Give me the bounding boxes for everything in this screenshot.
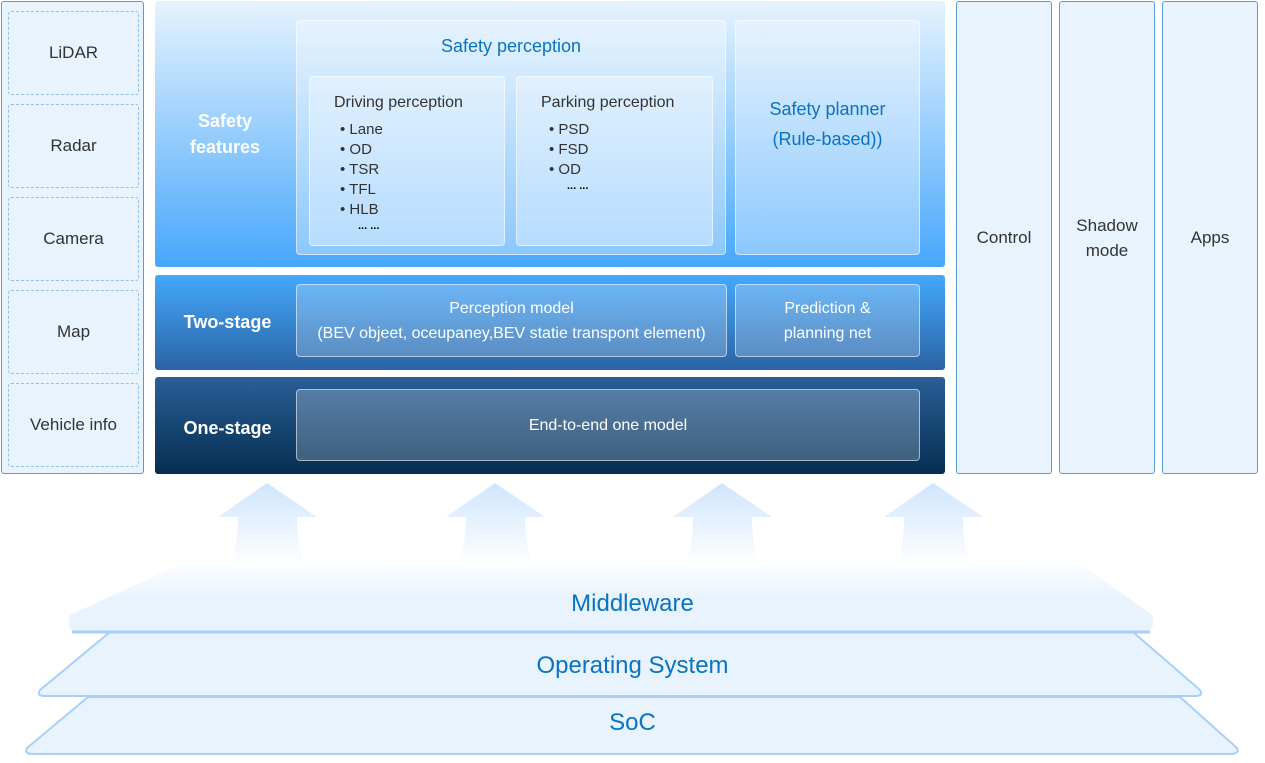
list-item: TSR <box>340 160 383 180</box>
parking-list: PSD FSD OD <box>549 120 589 180</box>
safety-perception-box: Safety perception Driving perception Lan… <box>296 20 726 255</box>
list-item: PSD <box>549 120 589 140</box>
soc-shape <box>25 696 1239 755</box>
middleware-label: Middleware <box>571 590 694 617</box>
soc-label: SoC <box>609 709 656 736</box>
sensor-vehicle-info: Vehicle info <box>8 383 139 467</box>
perception-model-title: Perception model <box>449 299 574 317</box>
list-item: OD <box>549 160 589 180</box>
more-ellipsis: ... ... <box>358 220 380 232</box>
label-line: Safety <box>197 111 253 131</box>
perception-model-box: Perception model (BEV objeet, oceupaney,… <box>296 284 727 357</box>
prediction-planning-box: Prediction & planning net <box>735 284 920 357</box>
shadow-line: mode <box>1085 240 1129 260</box>
shadow-mode-panel: Shadow mode <box>1059 1 1155 474</box>
prediction-line: Prediction & <box>784 299 871 317</box>
sensor-inputs-panel: LiDAR Radar Camera Map Vehicle info <box>1 1 144 474</box>
up-arrows <box>218 483 983 565</box>
up-arrow-icon <box>218 483 317 565</box>
driving-perception-box: Driving perception Lane OD TSR TFL HLB .… <box>309 76 505 246</box>
list-item: HLB <box>340 200 383 220</box>
up-arrow-icon <box>884 483 983 565</box>
two-stage-label: Two-stage <box>183 312 272 332</box>
safety-features-layer: Safety features Safety perception Drivin… <box>155 1 945 267</box>
safety-planner-title: Safety planner <box>769 98 886 119</box>
driving-perception-title: Driving perception <box>334 94 463 111</box>
driving-list: Lane OD TSR TFL HLB <box>340 120 383 220</box>
list-item: TFL <box>340 180 383 200</box>
up-arrow-icon <box>446 483 545 565</box>
sensor-camera: Camera <box>8 197 139 281</box>
sensor-radar: Radar <box>8 104 139 188</box>
safety-perception-title: Safety perception <box>440 36 582 56</box>
parking-perception-title: Parking perception <box>541 94 675 111</box>
perception-model-detail: (BEV objeet, oceupaney,BEV statie transp… <box>317 324 706 342</box>
safety-features-label: Safety features <box>175 108 275 160</box>
operating-system-label: Operating System <box>536 652 729 679</box>
middleware-shape <box>68 560 1154 632</box>
list-item: FSD <box>549 140 589 160</box>
label-line: features <box>189 137 261 157</box>
safety-planner-subtitle: (Rule-based)) <box>772 128 883 149</box>
shadow-line: Shadow <box>1076 215 1138 235</box>
list-item: Lane <box>340 120 382 140</box>
end-to-end-model-box: End-to-end one model <box>296 389 920 461</box>
up-arrow-icon <box>673 483 772 565</box>
more-ellipsis: ... ... <box>567 180 589 192</box>
parking-perception-box: Parking perception PSD FSD OD ... ... <box>516 76 713 246</box>
apps-panel: Apps <box>1162 1 1258 474</box>
control-panel: Control <box>956 1 1052 474</box>
sensor-lidar: LiDAR <box>8 11 139 95</box>
one-stage-label: One-stage <box>183 418 272 438</box>
one-stage-layer: One-stage End-to-end one model <box>155 377 945 474</box>
two-stage-layer: Two-stage Perception model (BEV objeet, … <box>155 275 945 370</box>
safety-planner-box: Safety planner (Rule-based)) <box>735 20 920 255</box>
sensor-map: Map <box>8 290 139 374</box>
prediction-line: planning net <box>783 324 872 342</box>
os-shape <box>37 631 1203 697</box>
list-item: OD <box>340 140 383 160</box>
